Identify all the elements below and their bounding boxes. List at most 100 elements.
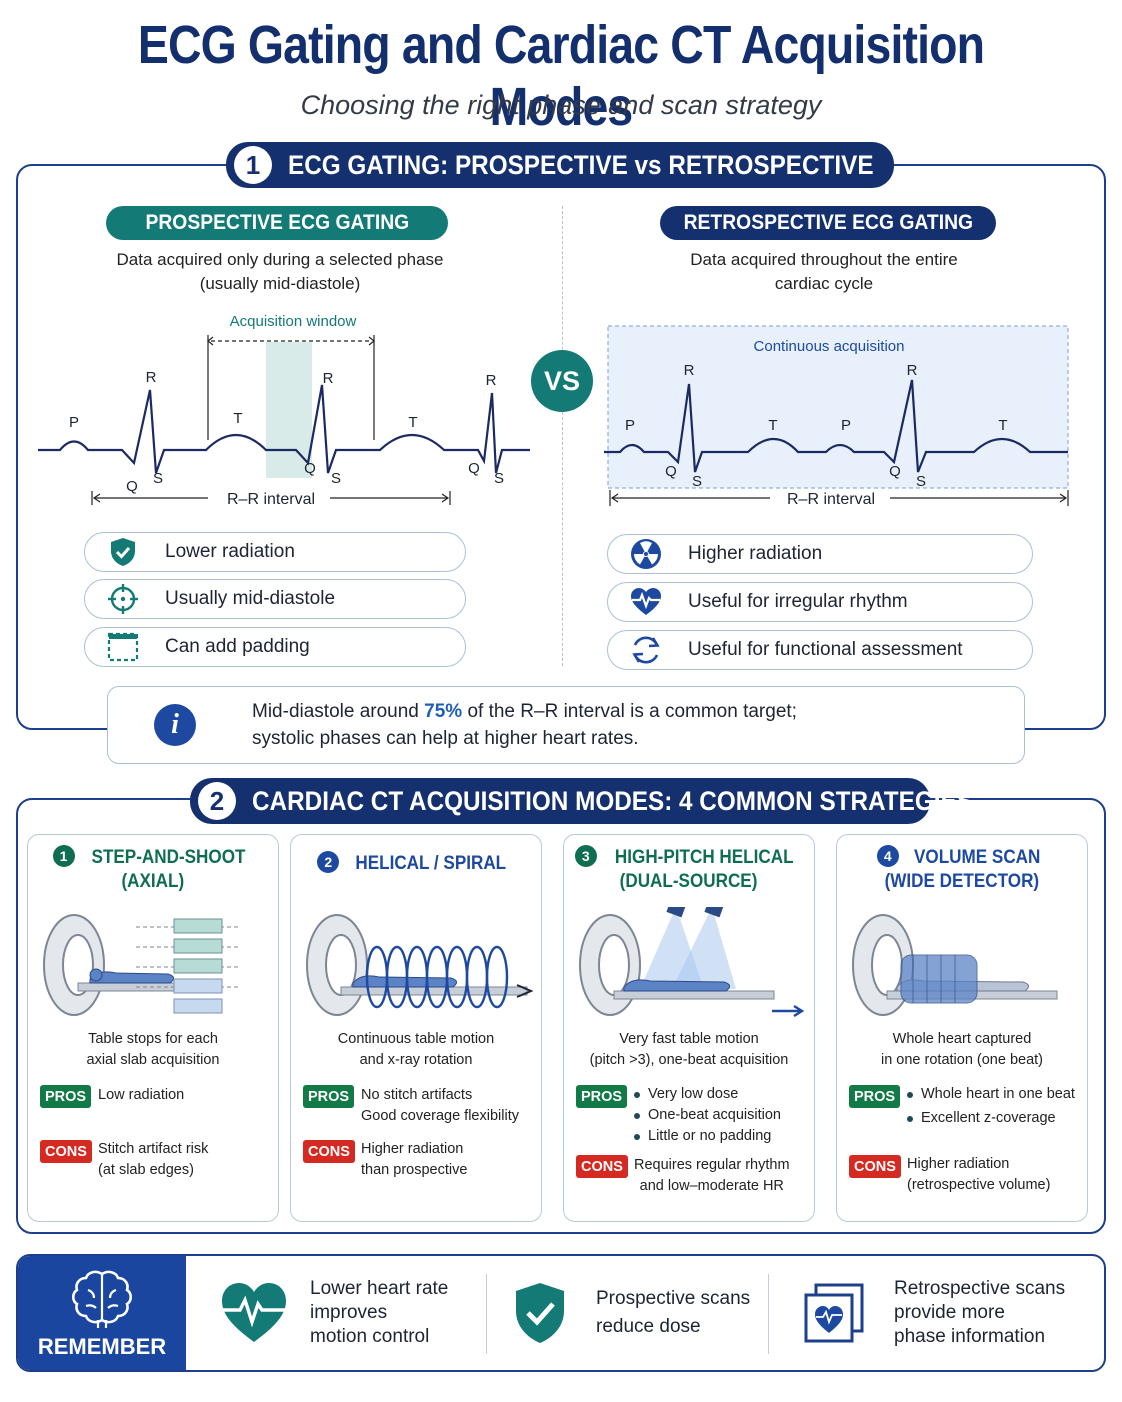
prospective-ecg-diagram: Acquisition window P R Q S T R Q S T R Q…	[38, 313, 530, 508]
wave-s-label-2: S	[331, 470, 341, 487]
wave-p-label: P	[69, 414, 79, 431]
pros-text: Low radiation	[98, 1087, 185, 1103]
wave-q-label-2: Q	[304, 460, 316, 477]
acquisition-window-label: Acquisition window	[230, 313, 357, 330]
wave-s-label-3: S	[494, 470, 504, 487]
info-highlight-percent: 75%	[424, 701, 463, 722]
heart-ecg-icon	[222, 1283, 286, 1342]
section2-banner: 2 CARDIAC CT ACQUISITION MODES: 4 COMMON…	[190, 778, 973, 824]
info-text: Mid-diastole around 75% of the R–R inter…	[252, 701, 797, 749]
wave-t-label-2: T	[408, 414, 417, 431]
section1-banner: 1 ECG GATING: PROSPECTIVE vs RETROSPECTI…	[226, 142, 894, 188]
wave-r-label-2: R	[323, 370, 334, 387]
ecg-trace	[38, 384, 530, 474]
crosshair-icon	[101, 579, 145, 619]
pros-badge: PROS	[40, 1085, 92, 1108]
brain-icon	[71, 1270, 133, 1328]
retro-wave-p-label-2: P	[841, 417, 851, 434]
feature-higher-radiation: Higher radiation	[607, 534, 1033, 574]
step-and-shoot-illustration	[43, 914, 238, 1016]
section1-divider	[562, 206, 563, 666]
pros-badge: PROS	[303, 1085, 355, 1108]
retrospective-title: RETROSPECTIVE ECG GATING	[660, 206, 996, 240]
wave-q-label-1: Q	[126, 478, 138, 495]
cons-badge: CONS	[576, 1155, 628, 1178]
retro-wave-r-label-1: R	[684, 362, 695, 379]
prospective-description: Data acquired only during a selected pha…	[116, 250, 444, 293]
wave-s-label-1: S	[153, 470, 163, 487]
section2-title: CARDIAC CT ACQUISITION MODES: 4 COMMON S…	[252, 785, 973, 816]
rr-arrows	[92, 493, 450, 503]
wave-r-label-1: R	[146, 369, 157, 386]
retro-wave-r-label-2: R	[907, 362, 918, 379]
retro-rr-interval-label: R–R interval	[787, 491, 875, 508]
shield-check-icon	[516, 1283, 564, 1343]
cons-badge: CONS	[849, 1155, 901, 1178]
retro-wave-q-label-1: Q	[665, 463, 677, 480]
retro-wave-p-label-1: P	[625, 417, 635, 434]
padding-frame-icon	[101, 627, 145, 667]
info-icon: i	[154, 704, 196, 746]
retrospective-description: Data acquired throughout the entire card…	[690, 250, 958, 293]
heart-frames-icon	[804, 1283, 864, 1343]
page-title: ECG Gating and Cardiac CT Acquisition Mo…	[137, 15, 985, 137]
heart-pulse-icon	[624, 582, 668, 622]
continuous-acquisition-label: Continuous acquisition	[754, 338, 905, 355]
feature-lower-radiation: Lower radiation	[84, 532, 466, 572]
remember-separator	[486, 1274, 487, 1354]
volume-scan-illustration	[852, 914, 1058, 1016]
high-pitch-illustration	[579, 907, 805, 1018]
shield-check-icon	[101, 532, 145, 572]
prospective-title: PROSPECTIVE ECG GATING	[106, 206, 448, 240]
section1-number: 1	[234, 146, 272, 184]
feature-mid-diastole: Usually mid-diastole	[84, 579, 466, 619]
remember-label: REMEMBER	[37, 1334, 167, 1359]
retro-wave-s-label-2: S	[916, 473, 926, 490]
page-subtitle: Choosing the right phase and scan strate…	[300, 90, 822, 120]
rr-interval-label: R–R interval	[227, 491, 315, 508]
feature-padding: Can add padding	[84, 627, 466, 667]
mid-diastole-info-box: i Mid-diastole around 75% of the R–R int…	[107, 686, 1025, 764]
feature-irregular-rhythm: Useful for irregular rhythm	[607, 582, 1033, 622]
section2-number: 2	[198, 782, 236, 820]
wave-r-label-3: R	[486, 372, 497, 389]
cons-text: Higher radiation(retrospective volume)	[907, 1156, 1051, 1193]
cons-badge: CONS	[303, 1140, 355, 1163]
feature-functional-assessment: Useful for functional assessment	[607, 630, 1033, 670]
vs-badge: VS	[531, 350, 593, 412]
retro-rr-arrows	[610, 493, 1068, 503]
wave-t-label-1: T	[233, 410, 242, 427]
pros-badge: PROS	[576, 1085, 628, 1108]
cons-text: Stitch artifact risk(at slab edges)	[98, 1141, 209, 1178]
retro-wave-s-label-1: S	[692, 473, 702, 490]
refresh-cycle-icon	[624, 630, 668, 670]
retro-wave-t-label-2: T	[998, 417, 1007, 434]
pros-badge: PROS	[849, 1085, 901, 1108]
retrospective-ecg-diagram: Continuous acquisition P R Q S T P R Q S…	[604, 325, 1069, 508]
mode-description: Very fast table motion(pitch >3), one-be…	[589, 1031, 789, 1068]
remember-separator	[768, 1274, 769, 1354]
retro-wave-q-label-2: Q	[889, 463, 901, 480]
ecg-trace-continuous	[604, 379, 1068, 473]
remember-sidebar: REMEMBER	[18, 1256, 186, 1370]
retro-wave-t-label-1: T	[768, 417, 777, 434]
window-span-arrows	[207, 336, 375, 346]
wave-q-label-3: Q	[468, 460, 480, 477]
